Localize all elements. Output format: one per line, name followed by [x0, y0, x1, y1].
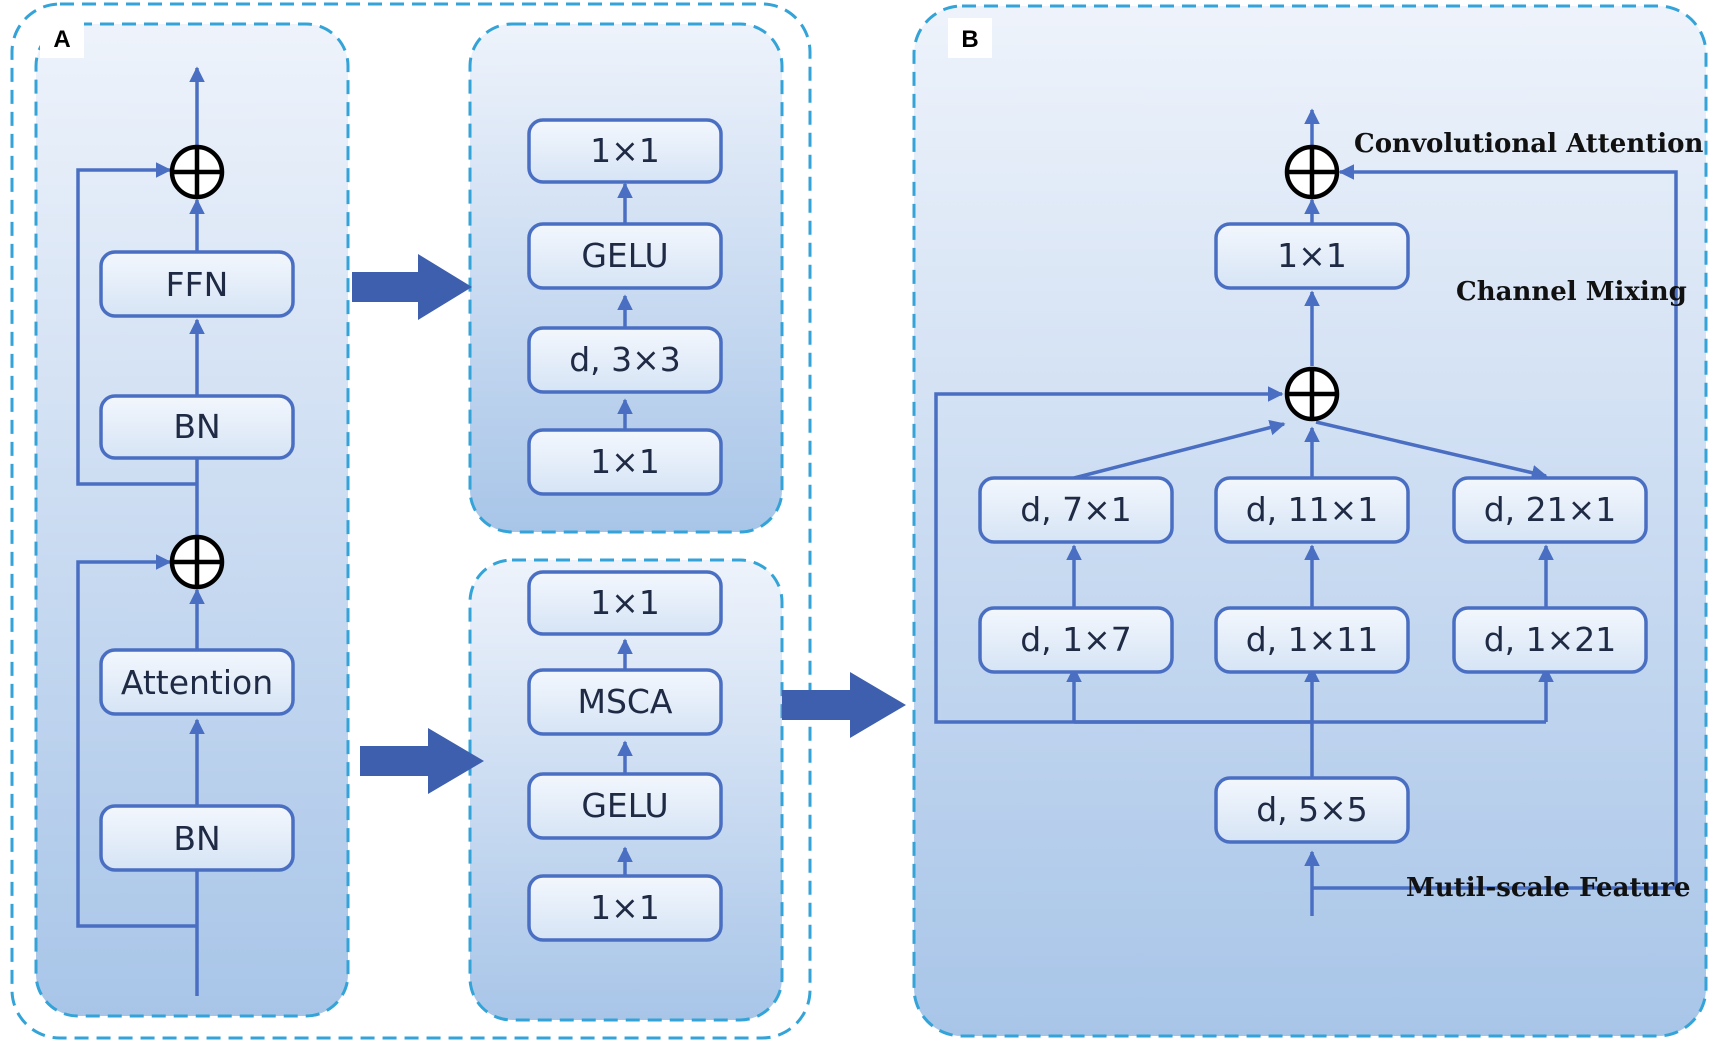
- branch-11-first-label: d, 1×11: [1246, 620, 1379, 659]
- branch-11-second-box: d, 11×1: [1214, 476, 1410, 544]
- bn-lower-box: BN: [99, 804, 295, 872]
- ffn-detail-dwconv-label: d, 3×3: [569, 340, 681, 379]
- branch-7-first-box: d, 1×7: [978, 606, 1174, 674]
- branch-7-second-label: d, 7×1: [1020, 490, 1132, 529]
- ffn-detail-gelu-box: GELU: [527, 222, 723, 290]
- branch-7-second-box: d, 7×1: [978, 476, 1174, 544]
- convolutional-attention-label: Convolutional Attention: [1354, 129, 1703, 159]
- add-operator-lower: [169, 534, 225, 590]
- skip-connection-lower: [76, 554, 197, 928]
- arrow-sum-to-branch-21: [1315, 420, 1548, 481]
- residual-to-attention: [1312, 164, 1678, 890]
- ffn-detail-conv-in-label: 1×1: [590, 442, 660, 481]
- panel-b-letter: B: [961, 26, 978, 53]
- ffn-detail-conv-out-box: 1×1: [527, 118, 723, 184]
- att-detail-msca-label: MSCA: [577, 682, 672, 721]
- expand-arrow-attention: [360, 728, 484, 794]
- branch-21-first-label: d, 1×21: [1484, 620, 1617, 659]
- att-detail-msca-box: MSCA: [527, 668, 723, 736]
- dw5-conv-label: d, 5×5: [1256, 790, 1368, 829]
- att-detail-conv-in-label: 1×1: [590, 888, 660, 927]
- branch-21-second-box: d, 21×1: [1452, 476, 1648, 544]
- expand-arrow-msca: [782, 672, 906, 738]
- att-detail-gelu-box: GELU: [527, 772, 723, 840]
- panel-a-letter: A: [53, 26, 70, 53]
- att-detail-conv-out-label: 1×1: [590, 583, 660, 622]
- panel-b-letter-bg: [948, 18, 992, 58]
- expand-arrow-ffn: [352, 254, 472, 320]
- channel-mixing-label: Channel Mixing: [1456, 277, 1687, 307]
- branch-11-first-box: d, 1×11: [1214, 606, 1410, 674]
- attention-box-label: Attention: [121, 663, 273, 702]
- dw5-conv-box: d, 5×5: [1214, 776, 1410, 844]
- bn-lower-box-label: BN: [173, 819, 220, 858]
- bn-upper-box-label: BN: [173, 407, 220, 446]
- ffn-detail-conv-out-label: 1×1: [590, 131, 660, 170]
- ffn-box-label: FFN: [166, 265, 229, 304]
- panel-a-letter-bg: [40, 18, 84, 58]
- skip-connection-upper: [76, 162, 197, 486]
- ffn-detail-dwconv-box: d, 3×3: [527, 326, 723, 394]
- arrow-branch-7-to-sum: [1073, 419, 1286, 480]
- channel-mix-conv-label: 1×1: [1277, 236, 1347, 275]
- add-operator-upper: [169, 144, 225, 200]
- multi-scale-feature-label: Mutil-scale Feature: [1406, 873, 1691, 903]
- branch-21-second-label: d, 21×1: [1484, 490, 1617, 529]
- ffn-box: FFN: [99, 250, 295, 318]
- branch-7-first-label: d, 1×7: [1020, 620, 1132, 659]
- ffn-detail-gelu-label: GELU: [581, 236, 668, 275]
- attention-box: Attention: [99, 648, 295, 716]
- att-detail-conv-out-box: 1×1: [527, 570, 723, 636]
- attention-operator: [1284, 144, 1340, 200]
- channel-mix-conv-box: 1×1: [1214, 222, 1410, 290]
- branch-11-second-label: d, 11×1: [1246, 490, 1379, 529]
- att-detail-conv-in-box: 1×1: [527, 874, 723, 942]
- att-detail-gelu-label: GELU: [581, 786, 668, 825]
- branch-21-first-box: d, 1×21: [1452, 606, 1648, 674]
- ffn-detail-conv-in-box: 1×1: [527, 428, 723, 496]
- branch-sum-operator: [1284, 366, 1340, 422]
- bn-upper-box: BN: [99, 394, 295, 460]
